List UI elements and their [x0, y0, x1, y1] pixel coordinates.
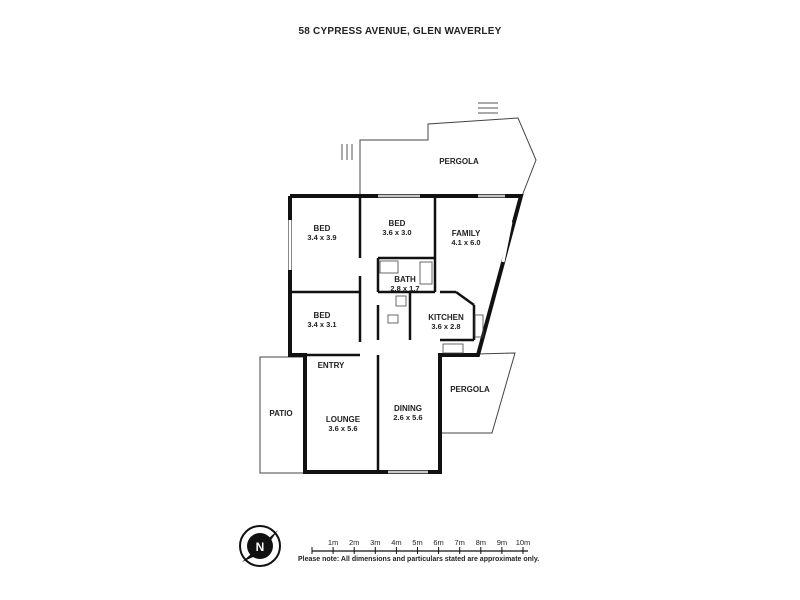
- windows: [288, 194, 513, 474]
- room-dims-dining: 2.6 x 5.6: [393, 413, 422, 422]
- scale-bar: 1m 2m 3m 4m 5m 6m 7m 8m 9m 10m: [311, 538, 531, 554]
- room-name-bed-3: BED: [314, 311, 331, 320]
- room-name-bed-2: BED: [389, 219, 406, 228]
- room-name-kitchen: KITCHEN: [428, 313, 464, 322]
- plan-title: 58 CYPRESS AVENUE, GLEN WAVERLEY: [298, 26, 502, 37]
- room-dims-lounge: 3.6 x 5.6: [328, 424, 357, 433]
- scale-label: 8m: [476, 538, 486, 547]
- area-entry: ENTRY: [318, 361, 345, 370]
- area-pergola-right: PERGOLA: [450, 385, 490, 394]
- disclaimer-note: Please note: All dimensions and particul…: [298, 556, 540, 563]
- scale-label: 2m: [349, 538, 359, 547]
- room-dims-bed-1: 3.4 x 3.9: [307, 233, 336, 242]
- room-dims-kitchen: 3.6 x 2.8: [431, 322, 460, 331]
- room-name-lounge: LOUNGE: [326, 415, 361, 424]
- room-dims-bed-3: 3.4 x 3.1: [307, 320, 336, 329]
- bath-fixtures: [379, 260, 433, 324]
- room-dims-family: 4.1 x 6.0: [451, 238, 480, 247]
- steps-top: [478, 102, 498, 114]
- scale-label: 1m: [328, 538, 338, 547]
- area-pergola-top: PERGOLA: [439, 157, 479, 166]
- kitchen-fixtures: [442, 314, 484, 354]
- scale-label: 4m: [391, 538, 401, 547]
- scale-label: 6m: [433, 538, 443, 547]
- interior-walls: [290, 196, 476, 472]
- scale-label: 5m: [412, 538, 422, 547]
- room-dims-bath: 2.8 x 1.7: [390, 284, 419, 293]
- room-name-bath: BATH: [394, 275, 416, 284]
- area-patio: PATIO: [269, 409, 292, 418]
- room-name-family: FAMILY: [452, 229, 481, 238]
- compass-icon: N: [239, 525, 281, 567]
- room-name-bed-1: BED: [314, 224, 331, 233]
- scale-label: 10m: [516, 538, 531, 547]
- pergola-top-outline: [359, 117, 537, 197]
- steps-left: [341, 144, 353, 160]
- scale-label: 3m: [370, 538, 380, 547]
- scale-label: 9m: [497, 538, 507, 547]
- window-lines: [378, 194, 505, 474]
- scale-label: 7m: [454, 538, 464, 547]
- compass-north-label: N: [256, 540, 265, 554]
- room-name-dining: DINING: [394, 404, 422, 413]
- room-dims-bed-2: 3.6 x 3.0: [382, 228, 411, 237]
